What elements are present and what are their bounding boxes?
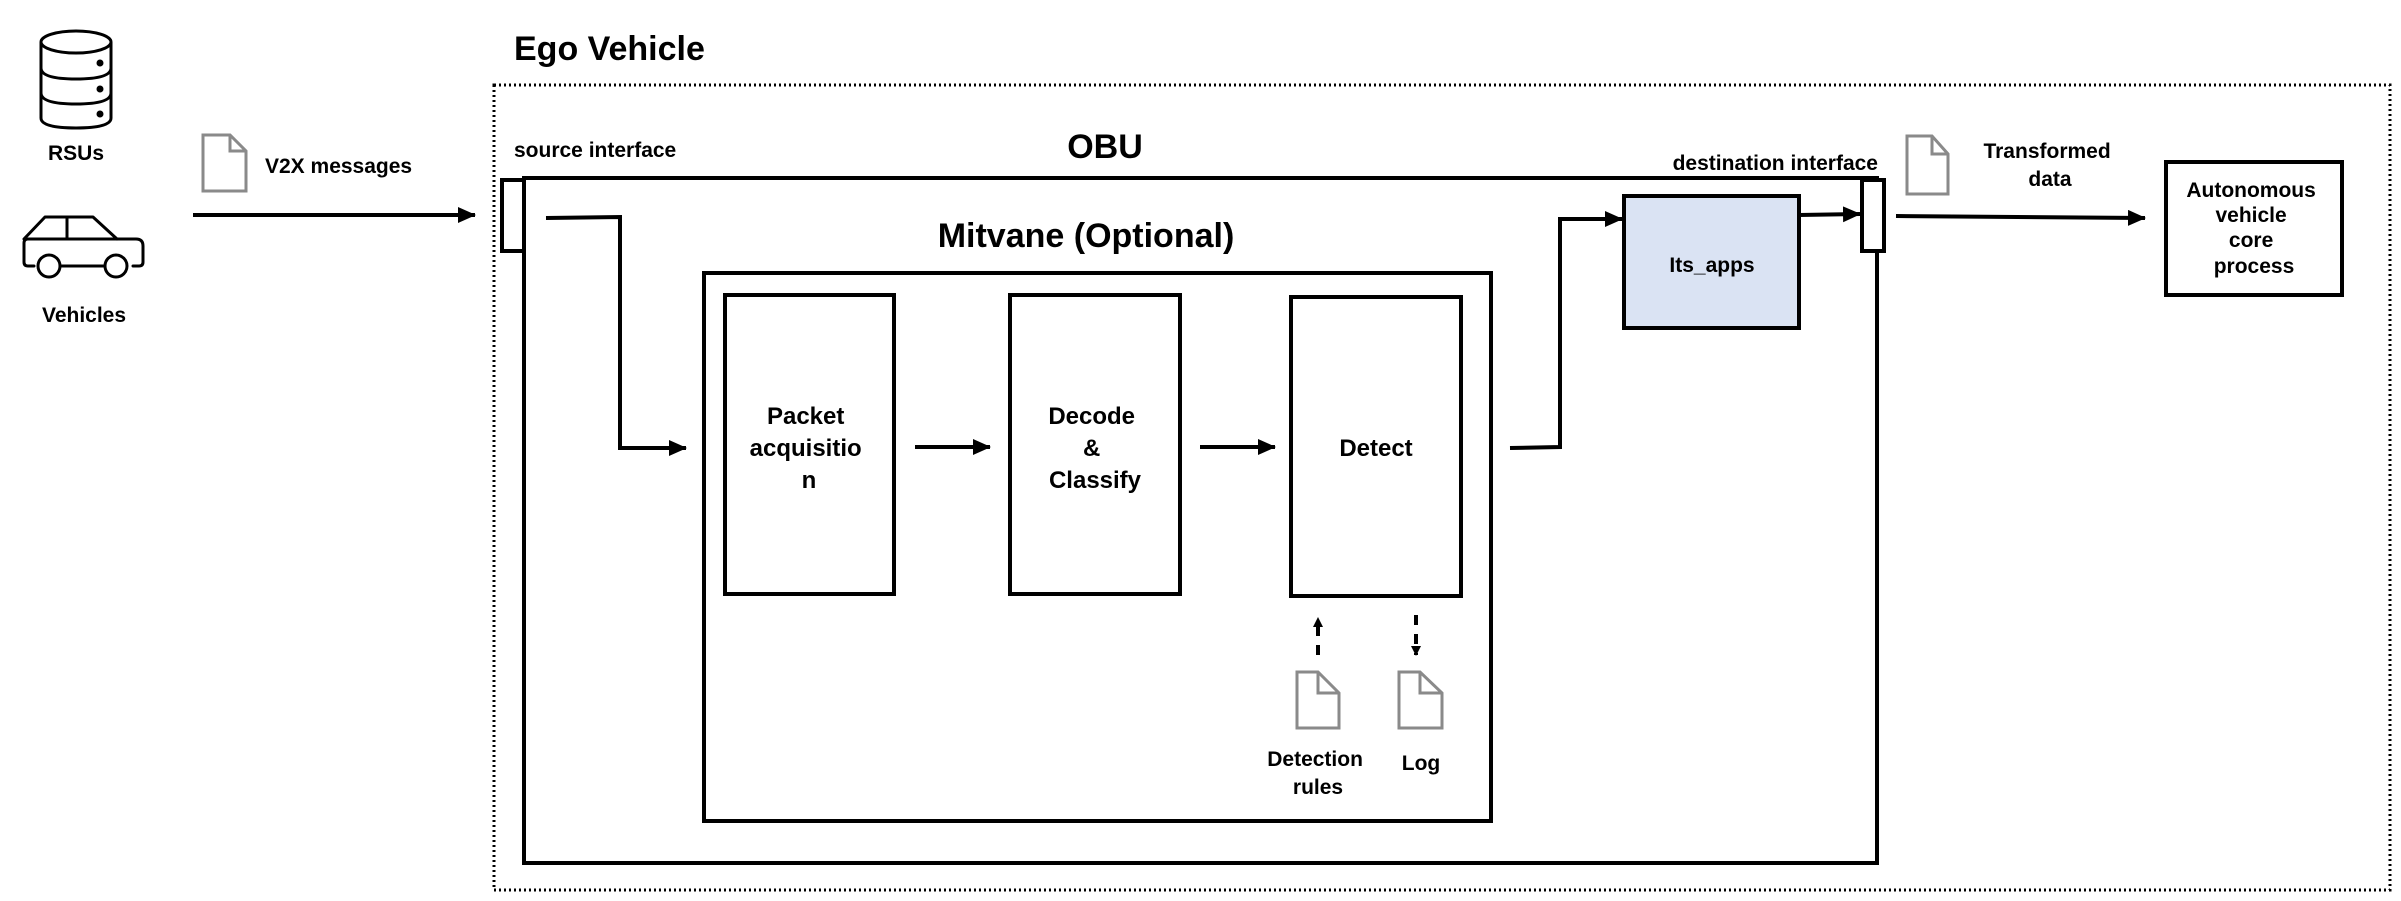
stage-packet-acquisition [723,293,896,596]
log-label: Log [1402,752,1440,775]
database-server-icon [39,29,113,130]
stage-detect [1289,295,1463,598]
stage-packet-acquisition-label: Packet acquisitio n [750,403,869,494]
ego-vehicle-title: Ego Vehicle [514,30,705,68]
output-arrow [1895,209,2146,226]
source-to-acquisition-arrow [545,214,687,456]
log-document-icon [1397,670,1444,730]
destination-interface-port [1860,178,1886,253]
mitvane-title: Mitvane (Optional) [938,217,1235,255]
autonomous-core-box [2164,160,2344,297]
stage-decode-classify [1008,293,1182,596]
detection-rules-label: Detection rules [1267,748,1369,799]
obu-title: OBU [1067,128,1143,166]
source-interface-port [500,178,526,253]
its-apps-label: Its_apps [1669,254,1754,277]
detection-rules-document-icon [1295,670,1341,730]
autonomous-core-label: Autonomous vehicle core process [2186,179,2321,278]
its-apps-box [1622,194,1801,330]
car-icon [22,215,145,279]
vehicles-label: Vehicles [42,304,126,327]
stage-decode-classify-label: Decode & Classify [1048,403,1141,494]
source-interface-label: source interface [514,139,676,162]
its-apps-to-destination-arrow [1798,206,1861,223]
v2x-messages-label: V2X messages [265,155,412,178]
destination-interface-label: destination interface [1673,152,1878,175]
transformed-data-label: Transformed data [1983,140,2116,191]
rsus-label: RSUs [48,142,104,165]
stage-detect-label: Detect [1339,435,1412,462]
detect-to-its-apps-arrow [1509,211,1623,450]
v2x-document-icon [201,133,248,193]
transformed-data-document-icon [1905,134,1950,196]
